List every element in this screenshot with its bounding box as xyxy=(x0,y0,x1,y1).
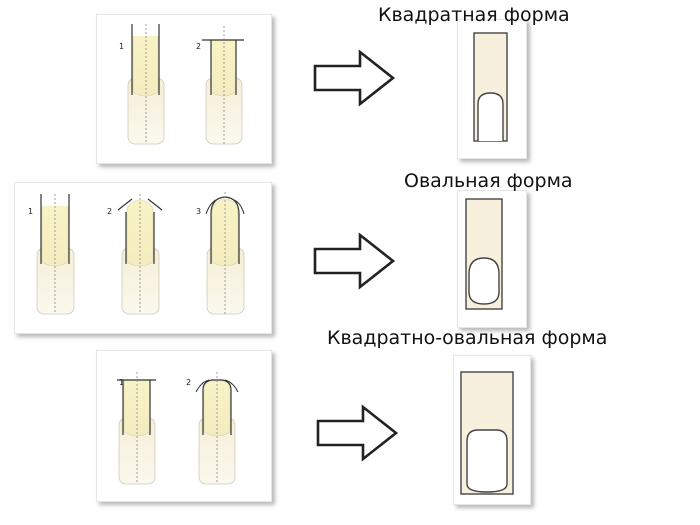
squoval-step-1-nail xyxy=(117,372,156,485)
square-steps-card xyxy=(96,14,272,164)
square-shape-title: Квадратная форма xyxy=(378,4,570,26)
oval-arrow-icon xyxy=(313,232,396,290)
squoval-step-2-number: 2 xyxy=(186,378,192,387)
square-step-1-number: 1 xyxy=(119,42,125,51)
squoval-shape-title: Квадратно-овальная форма xyxy=(327,327,608,349)
oval-step-1-number: 1 xyxy=(28,207,34,216)
square-step-2-number: 2 xyxy=(196,42,202,51)
square-step-2-nail xyxy=(202,26,244,145)
oval-step-2-nail xyxy=(117,194,163,315)
square-step-1-nail xyxy=(127,24,165,145)
oval-step-1-nail xyxy=(36,194,75,315)
squoval-step-2-nail xyxy=(195,372,239,485)
squoval-result-nail xyxy=(460,371,514,495)
squoval-arrow-icon xyxy=(316,404,399,462)
oval-result-nail xyxy=(465,198,503,310)
oval-step-2-number: 2 xyxy=(107,207,113,216)
square-result-nail xyxy=(473,32,508,142)
square-arrow-icon xyxy=(313,49,396,107)
oval-step-3-nail xyxy=(205,192,245,315)
oval-step-3-number: 3 xyxy=(196,207,202,216)
squoval-step-1-number: 1 xyxy=(119,378,125,387)
oval-shape-title: Овальная форма xyxy=(404,170,573,192)
